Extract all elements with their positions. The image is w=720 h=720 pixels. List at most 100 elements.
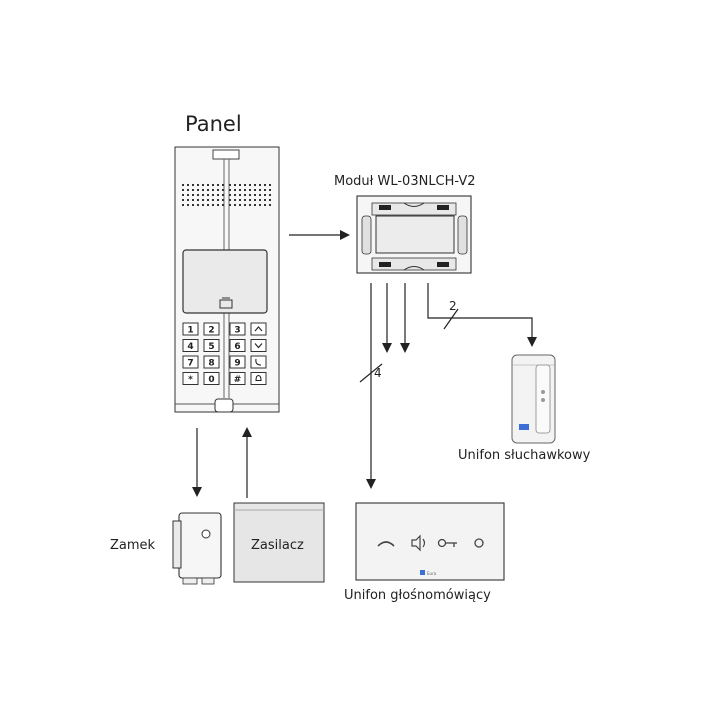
grille-hole [202,204,204,206]
brand-logo [519,424,529,430]
arrow-module-to-handset [427,283,537,347]
grille-hole [187,204,189,206]
keypad-key[interactable]: 0 [203,372,220,386]
grille-hole [207,199,209,201]
grille-hole [187,194,189,196]
wire-count-handset: 2 [449,299,457,313]
speaker-grille [182,184,271,206]
power-supply-box [233,502,325,583]
grille-hole [259,184,261,186]
circle-button-icon [474,538,484,548]
grille-hole [239,184,241,186]
grille-hole [249,189,251,191]
wire-count-tick-4 [359,363,383,383]
grille-hole [264,189,266,191]
grille-hole [244,189,246,191]
grille-hole [217,189,219,191]
grille-hole [264,194,266,196]
grille-hole [207,194,209,196]
grille-hole [254,189,256,191]
keypad-key[interactable]: 5 [203,339,220,353]
card-reader-icon [219,297,233,309]
grille-hole [212,199,214,201]
power-supply-label: Zasilacz [251,538,304,553]
keypad-function-key[interactable] [250,339,267,352]
wire-count-tick-2 [443,308,459,330]
grille-hole [197,189,199,191]
grille-hole [222,184,224,186]
keypad-function-key[interactable] [250,372,267,385]
grille-hole [229,189,231,191]
keypad-key-label: 8 [208,359,214,369]
keypad-function-key[interactable] [250,355,267,369]
grille-hole [217,184,219,186]
grille-hole [212,184,214,186]
grille-hole [187,189,189,191]
keypad-key[interactable]: 2 [203,322,220,336]
grille-hole [254,199,256,201]
grille-hole [182,189,184,191]
grille-hole [182,194,184,196]
bell-icon [255,374,262,382]
keypad-key-label: 3 [234,326,240,336]
keypad-key-label: 5 [208,342,214,352]
grille-hole [202,184,204,186]
connections [192,230,537,498]
grille-hole [259,194,261,196]
grille-hole [244,194,246,196]
speaker-intercom-unit: Eura [355,502,505,581]
grille-hole [207,204,209,206]
lock-label: Zamek [110,538,156,553]
speaker-brand-text: Eura [427,571,437,576]
keypad-key[interactable]: # [229,372,246,386]
keypad-key[interactable]: 9 [229,355,246,369]
panel-label: Panel [185,112,242,136]
keypad-key[interactable]: 3 [229,322,246,336]
grille-hole [244,184,246,186]
handset-intercom-label: Unifon słuchawkowy [458,448,591,463]
grille-hole [212,194,214,196]
keypad-key[interactable]: 7 [182,355,199,369]
grille-hole [217,204,219,206]
grille-hole [249,199,251,201]
grille-hole [249,204,251,206]
grille-hole [234,194,236,196]
keypad-key[interactable]: 4 [182,339,199,353]
keypad-key-label: 2 [208,326,214,336]
keypad-function-key[interactable] [250,322,267,336]
grille-hole [234,189,236,191]
grille-hole [269,189,271,191]
keypad-key-label: # [234,375,242,385]
keypad-key[interactable]: 6 [229,339,246,353]
keypad-key[interactable]: 8 [203,355,220,369]
grille-hole [254,204,256,206]
grille-hole [259,204,261,206]
module-unit [356,195,472,274]
grille-hole [182,204,184,206]
grille-hole [222,194,224,196]
grille-hole [207,184,209,186]
keypad-key-label: 1 [187,326,193,336]
grille-hole [197,199,199,201]
grille-hole [249,184,251,186]
keypad-key-label: 0 [208,375,214,385]
grille-hole [197,194,199,196]
grille-hole [192,189,194,191]
grille-hole [197,184,199,186]
lock-device [172,512,222,585]
keypad-key-label: * [188,375,193,385]
keypad-key-label: 6 [234,342,240,352]
up-arrow-icon [254,326,263,332]
name-tag-window [182,249,268,314]
keypad-key[interactable]: * [182,372,199,386]
grille-hole [229,184,231,186]
grille-hole [182,199,184,201]
key-icon [437,538,457,548]
grille-hole [244,199,246,201]
grille-hole [269,199,271,201]
keypad-key[interactable]: 1 [182,322,199,336]
grille-hole [222,204,224,206]
grille-hole [254,194,256,196]
